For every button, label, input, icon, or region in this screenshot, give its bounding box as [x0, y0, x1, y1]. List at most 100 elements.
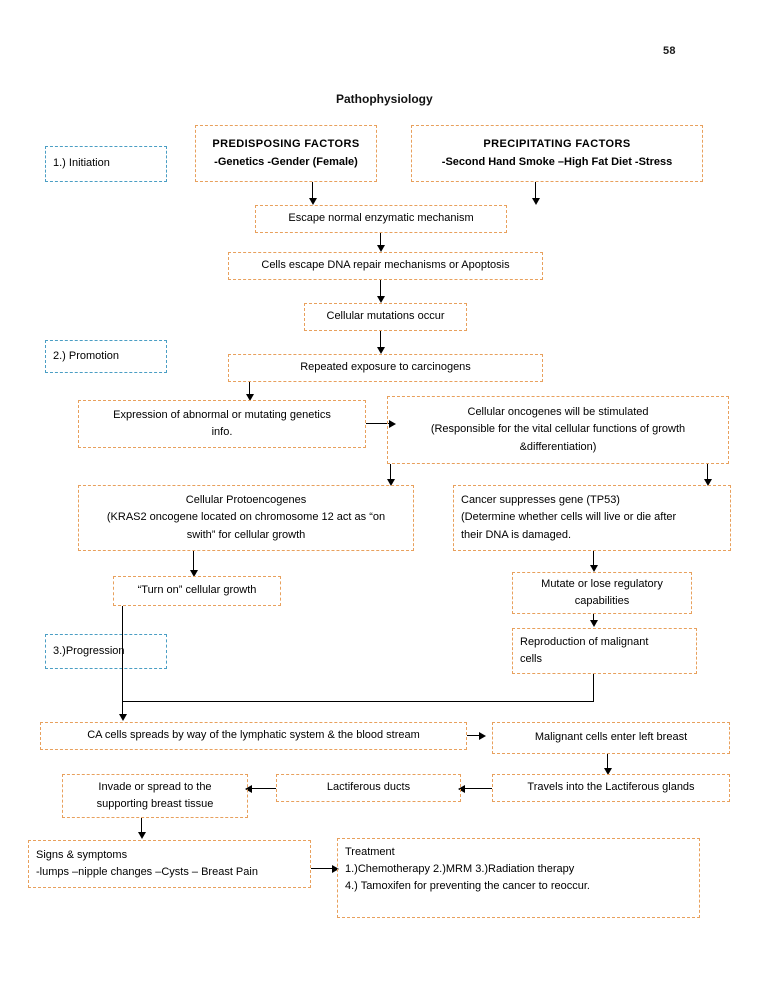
treatment-line1: Treatment — [345, 846, 395, 858]
stage-label-progression: 3.)Progression — [45, 634, 167, 669]
protoencogenes-line1: Cellular Protoencogenes — [185, 494, 307, 507]
arrowhead-dna-to-mutations — [376, 296, 385, 303]
connector-merge-horizontal — [122, 701, 594, 703]
node-lactiferous-ducts: Lactiferous ducts — [276, 774, 461, 802]
arrowhead-ducts-to-invade — [245, 784, 252, 793]
arrowhead-exposure-to-expression — [245, 394, 254, 401]
connector-turnon-down — [122, 606, 124, 719]
suppressor-gene-line2: (Determine whether cells will live or di… — [461, 511, 677, 524]
connector-oncogenes-to-suppressor — [707, 464, 709, 481]
node-invade-or-spread: Invade or spread to the supporting breas… — [62, 774, 248, 818]
turn-on-growth-text: “Turn on” cellular growth — [137, 584, 257, 597]
connector-signs-to-treatment — [311, 868, 333, 870]
connector-escape-to-dna — [380, 233, 382, 246]
precipitating-heading: PRECIPITATING FACTORS — [483, 138, 631, 151]
connector-predisposing-to-escape — [312, 182, 314, 199]
arrowhead-merge-to-ca-spreads — [118, 714, 127, 721]
protoencogenes-line2: (KRAS2 oncogene located on chromosome 12… — [106, 511, 386, 524]
treatment-line2: 1.)Chemotherapy 2.)MRM 3.)Radiation ther… — [345, 863, 575, 876]
node-escape-enzymatic: Escape normal enzymatic mechanism — [255, 205, 507, 233]
connector-dna-to-mutations — [380, 280, 382, 297]
node-cellular-oncogenes: Cellular oncogenes will be stimulated (R… — [387, 396, 729, 464]
node-cellular-protoencogenes: Cellular Protoencogenes (KRAS2 oncogene … — [78, 485, 414, 551]
arrowhead-oncogenes-to-suppressor — [703, 479, 712, 486]
arrowhead-mutations-to-exposure — [376, 347, 385, 354]
node-cancer-suppressor-gene: Cancer suppresses gene (TP53) (Determine… — [453, 485, 731, 551]
arrowhead-expression-to-oncogenes — [389, 419, 396, 428]
stage-label-promotion: 2.) Promotion — [45, 340, 167, 373]
arrowhead-precipitating-to-escape — [531, 198, 540, 205]
stage-promotion-text: 2.) Promotion — [53, 349, 120, 362]
cellular-oncogenes-line3: &differentiation) — [519, 440, 597, 453]
reproduction-line2: cells — [520, 653, 543, 665]
node-expression-abnormal: Expression of abnormal or mutating genet… — [78, 400, 366, 448]
suppressor-gene-line3: their DNA is damaged. — [461, 528, 572, 541]
cellular-oncogenes-line1: Cellular oncogenes will be stimulated — [467, 406, 649, 419]
arrowhead-escape-to-dna — [376, 245, 385, 252]
malignant-enter-text: Malignant cells enter left breast — [534, 731, 688, 744]
invade-spread-line1: Invade or spread to the — [98, 780, 212, 793]
connector-suppressor-to-mutate — [593, 551, 595, 567]
node-cellular-mutations: Cellular mutations occur — [304, 303, 467, 331]
predisposing-heading: PREDISPOSING FACTORS — [212, 138, 360, 151]
arrowhead-travels-to-ducts — [458, 784, 465, 793]
node-treatment: Treatment 1.)Chemotherapy 2.)MRM 3.)Radi… — [337, 838, 700, 918]
node-signs-symptoms: Signs & symptoms -lumps –nipple changes … — [28, 840, 311, 888]
arrowhead-malignant-to-travels — [603, 768, 612, 775]
connector-reproduction-down — [593, 674, 595, 702]
node-turn-on-cellular-growth: “Turn on” cellular growth — [113, 576, 281, 606]
connector-malignant-to-travels — [607, 754, 609, 769]
arrowhead-predisposing-to-escape — [308, 198, 317, 205]
arrowhead-mutate-to-reproduction — [589, 620, 598, 627]
expression-abnormal-line1: Expression of abnormal or mutating genet… — [113, 408, 331, 421]
stage-progression-text: 3.)Progression — [53, 644, 125, 657]
arrowhead-protoencogenes-to-turnon — [189, 570, 198, 577]
page-title: Pathophysiology — [336, 92, 433, 106]
stage-initiation-text: 1.) Initiation — [53, 157, 110, 170]
signs-symptoms-line2: -lumps –nipple changes –Cysts – Breast P… — [36, 866, 258, 878]
node-reproduction-malignant: Reproduction of malignant cells — [512, 628, 697, 674]
ca-spreads-text: CA cells spreads by way of the lymphatic… — [87, 729, 420, 742]
node-repeated-exposure: Repeated exposure to carcinogens — [228, 354, 543, 382]
reproduction-line1: Reproduction of malignant — [520, 635, 649, 648]
cellular-mutations-text: Cellular mutations occur — [326, 310, 445, 323]
escape-enzymatic-text: Escape normal enzymatic mechanism — [288, 212, 474, 225]
lactiferous-ducts-text: Lactiferous ducts — [326, 781, 411, 794]
signs-symptoms-line1: Signs & symptoms — [36, 848, 128, 861]
node-travels-lactiferous-glands: Travels into the Lactiferous glands — [492, 774, 730, 802]
node-precipitating-factors: PRECIPITATING FACTORS -Second Hand Smoke… — [411, 125, 703, 182]
arrowhead-oncogenes-to-protoencogenes — [386, 479, 395, 486]
travels-glands-text: Travels into the Lactiferous glands — [527, 781, 695, 794]
connector-ducts-to-invade — [248, 788, 276, 790]
arrowhead-invade-to-signs — [137, 832, 146, 839]
stage-label-initiation: 1.) Initiation — [45, 146, 167, 182]
repeated-exposure-text: Repeated exposure to carcinogens — [300, 361, 471, 374]
connector-exposure-to-expression — [249, 382, 251, 395]
connector-invade-to-signs — [141, 818, 143, 833]
connector-expression-to-oncogenes — [366, 423, 390, 425]
cellular-oncogenes-line2: (Responsible for the vital cellular func… — [430, 423, 686, 436]
node-predisposing-factors: PREDISPOSING FACTORS -Genetics -Gender (… — [195, 125, 377, 182]
connector-mutations-to-exposure — [380, 331, 382, 348]
node-cells-escape-dna: Cells escape DNA repair mechanisms or Ap… — [228, 252, 543, 280]
connector-mutate-to-reproduction — [593, 614, 595, 622]
connector-oncogenes-to-protoencogenes — [390, 464, 392, 481]
treatment-line3: 4.) Tamoxifen for preventing the cancer … — [345, 880, 590, 893]
suppressor-gene-line1: Cancer suppresses gene (TP53) — [461, 494, 620, 507]
connector-travels-to-ducts — [461, 788, 492, 790]
connector-protoencogenes-to-turnon — [193, 551, 195, 572]
page-number: 58 — [663, 45, 676, 57]
connector-ca-to-malignant — [467, 735, 481, 737]
precipitating-items: -Second Hand Smoke –High Fat Diet -Stres… — [441, 155, 673, 168]
expression-abnormal-line2: info. — [211, 426, 233, 438]
arrowhead-signs-to-treatment — [332, 864, 339, 873]
invade-spread-line2: supporting breast tissue — [96, 798, 214, 810]
connector-precipitating-to-escape — [535, 182, 537, 199]
node-mutate-or-lose: Mutate or lose regulatory capabilities — [512, 572, 692, 614]
node-malignant-enter-breast: Malignant cells enter left breast — [492, 722, 730, 754]
mutate-lose-line1: Mutate or lose regulatory — [541, 577, 663, 590]
arrowhead-suppressor-to-mutate — [589, 565, 598, 572]
arrowhead-ca-to-malignant — [479, 731, 486, 740]
protoencogenes-line3: swith” for cellular growth — [186, 528, 306, 541]
